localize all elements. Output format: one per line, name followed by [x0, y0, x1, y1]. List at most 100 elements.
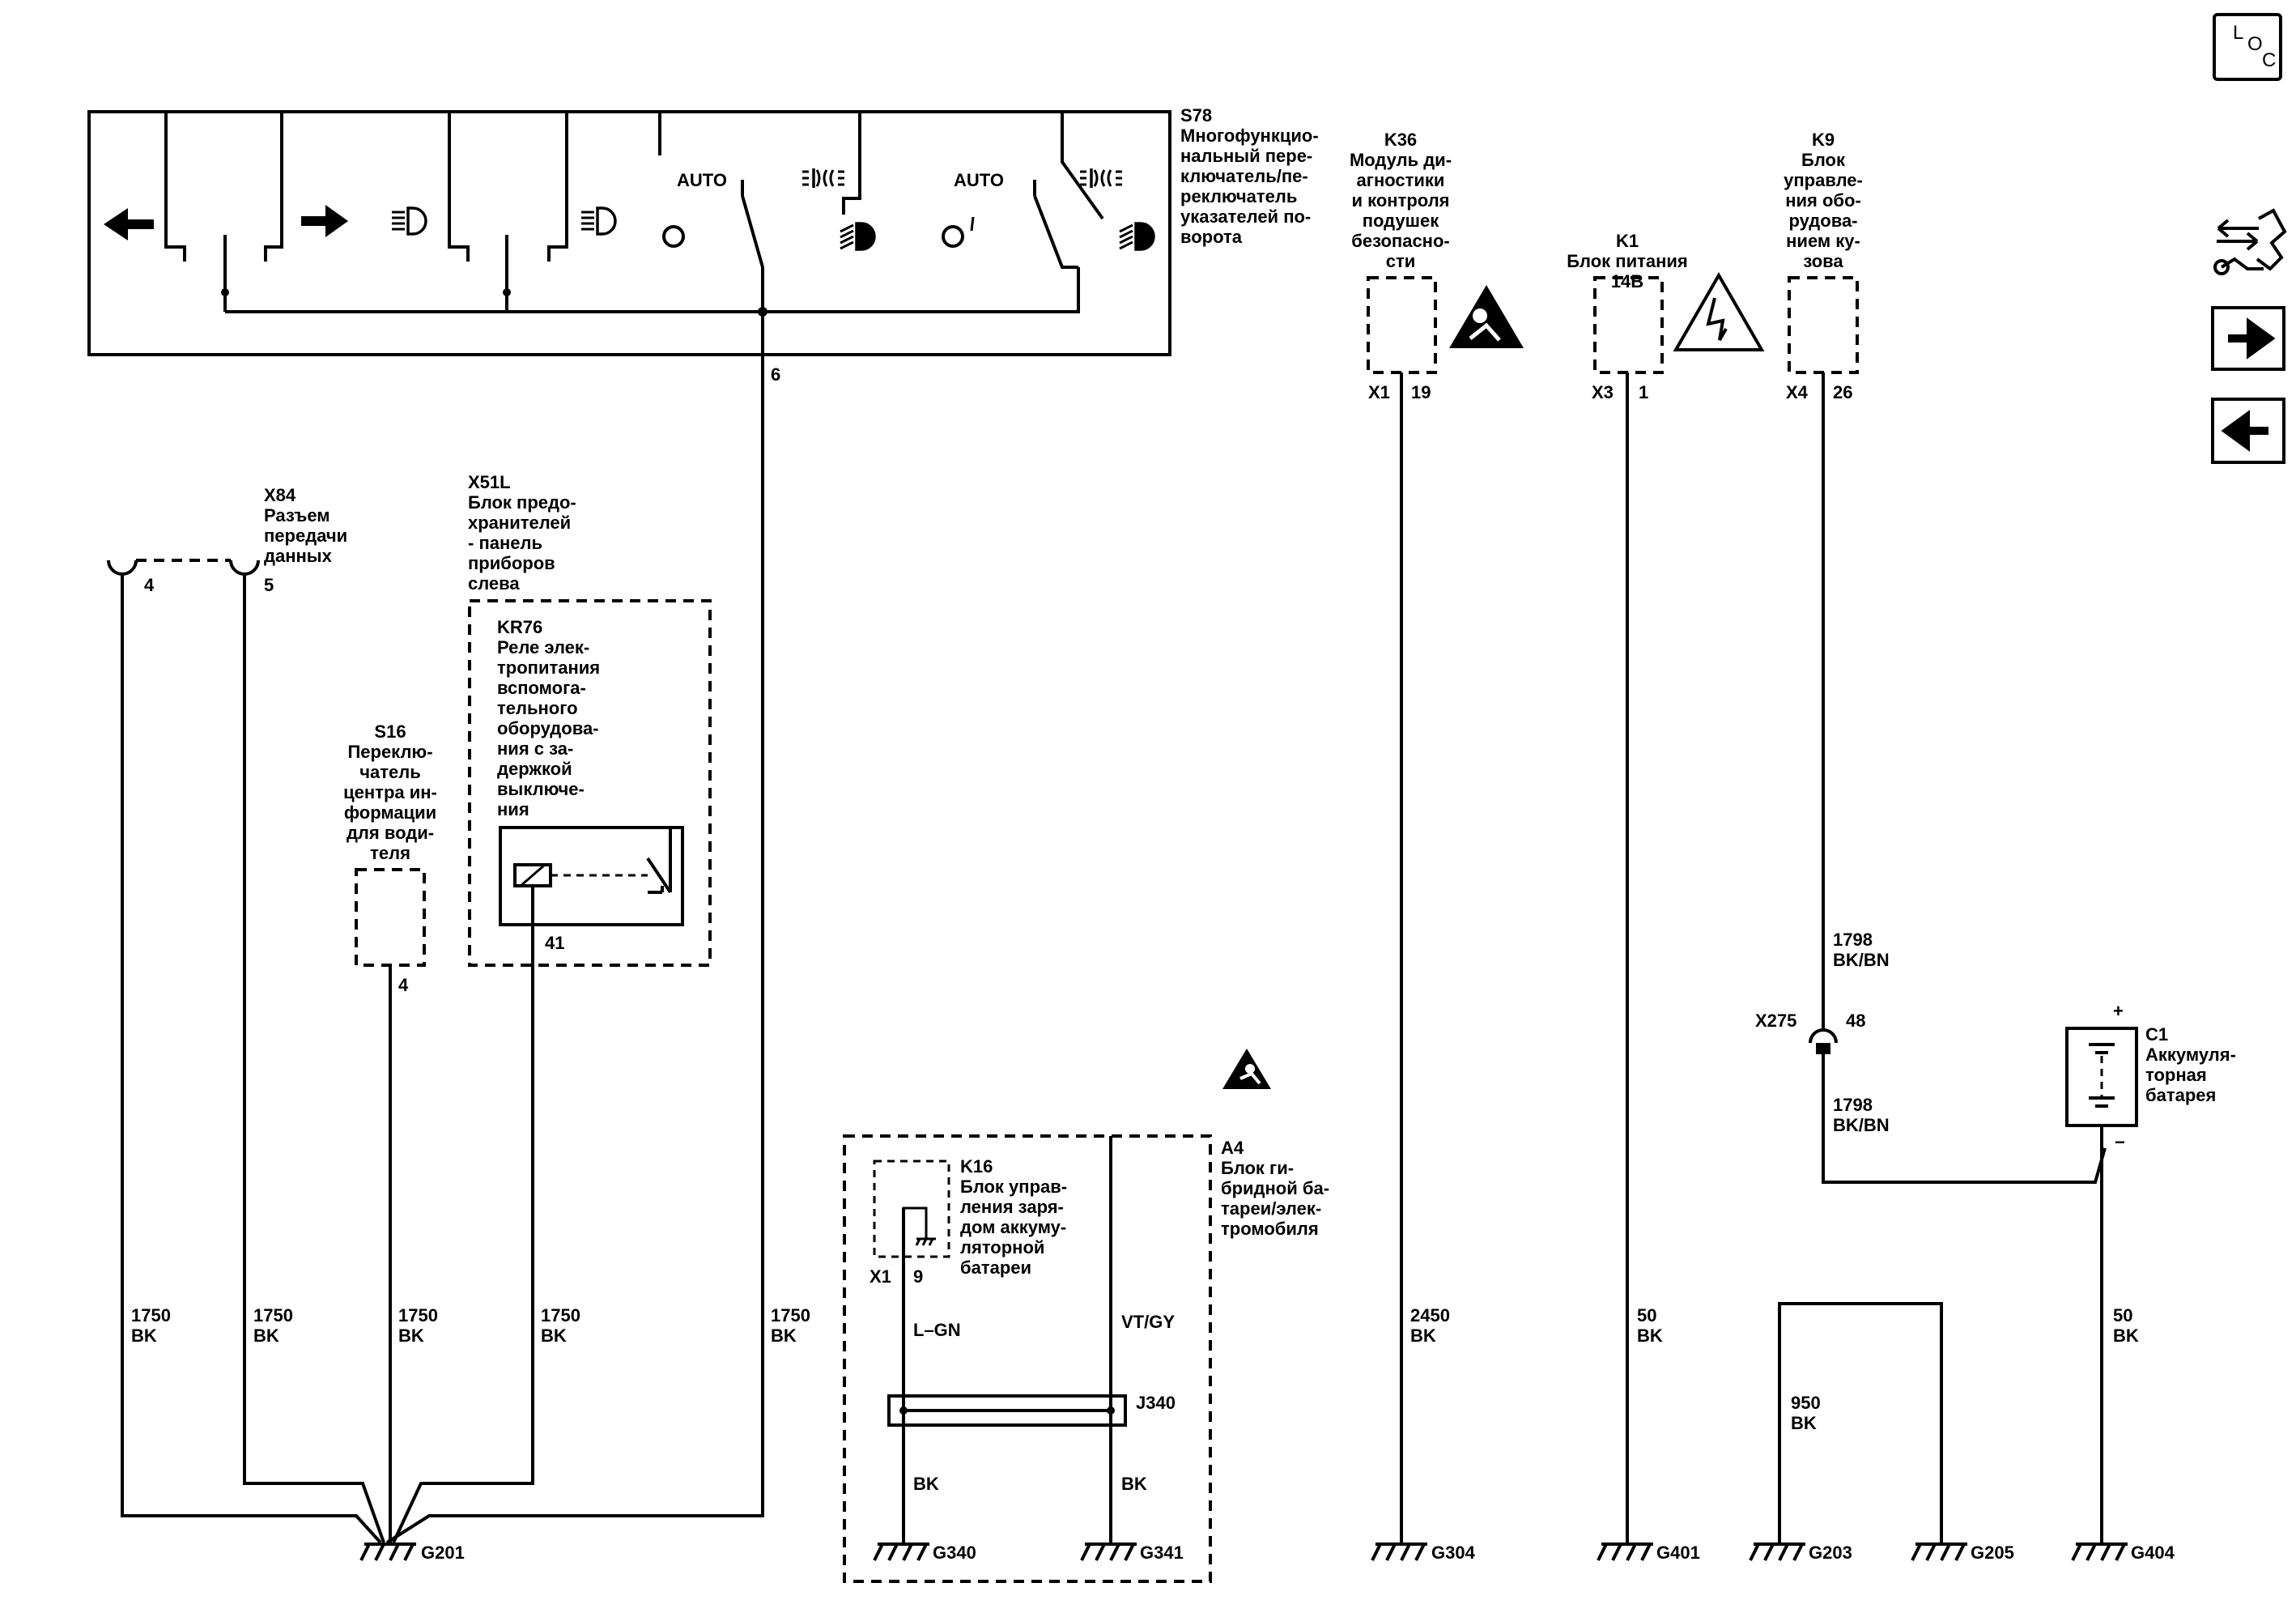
s78-label: S78 Многофункцио- нальный пере- ключател…: [1180, 105, 1319, 247]
svg-text:X4: X4: [1786, 382, 1809, 402]
k1-module: K1 Блок питания 14В X3 1 50 BK G401: [1567, 231, 1765, 1563]
wire-5-num: 1750: [771, 1305, 810, 1326]
svg-text:дом аккуму-: дом аккуму-: [960, 1217, 1066, 1237]
loc-l: L: [2233, 22, 2243, 44]
wire-x84-5: [243, 574, 385, 1543]
svg-text:бридной ба-: бридной ба-: [1221, 1178, 1329, 1198]
svg-text:BK: BK: [1637, 1326, 1663, 1346]
g203-g205-strap: 950 BK G203 G205: [1749, 1302, 2014, 1563]
svg-text:выключе-: выключе-: [497, 779, 585, 799]
low-beam-icon: [839, 222, 876, 251]
next-page-button[interactable]: [2211, 306, 2285, 371]
k36-module: K36 Модуль ди- агностики и контроля поду…: [1350, 130, 1524, 1563]
svg-text:G341: G341: [1140, 1543, 1184, 1563]
wire-4-color: BK: [541, 1326, 567, 1346]
svg-text:S16: S16: [374, 721, 406, 742]
loc-c: C: [2262, 49, 2276, 71]
svg-text:зова: зова: [1803, 251, 1843, 271]
svg-text:5: 5: [264, 575, 274, 595]
x84-connector: 4 5 X84 Разъем передачи данных: [107, 485, 347, 595]
ground-icon-g404: [2071, 1543, 2129, 1562]
ground-icon-g205: [1911, 1543, 1969, 1562]
wire-2-num: 1750: [253, 1305, 293, 1326]
svg-text:ворота: ворота: [1180, 227, 1243, 247]
svg-text:X1: X1: [870, 1266, 891, 1287]
svg-text:тромобиля: тромобиля: [1221, 1219, 1319, 1239]
svg-text:X84: X84: [264, 485, 296, 505]
x51l-fuse-block: X51L Блок предо- хранителей - панель при…: [468, 472, 712, 967]
turn-left-icon: [104, 208, 128, 240]
svg-text:K1: K1: [1616, 231, 1639, 251]
s16-switch: S16 Переклю- чатель центра ин- формации …: [343, 721, 437, 995]
prev-page-button[interactable]: [2211, 398, 2285, 464]
svg-text:Блок управ-: Блок управ-: [960, 1177, 1067, 1197]
svg-text:4: 4: [144, 575, 155, 595]
svg-text:BK/BN: BK/BN: [1833, 950, 1890, 970]
svg-text:ния: ния: [497, 799, 529, 819]
svg-text:передачи: передачи: [264, 526, 347, 546]
wire-1-color: BK: [131, 1326, 157, 1346]
svg-text:Аккумуля-: Аккумуля-: [2145, 1045, 2236, 1065]
svg-text:J340: J340: [1136, 1393, 1176, 1413]
svg-text:приборов: приборов: [468, 553, 555, 573]
svg-text:управле-: управле-: [1784, 170, 1863, 190]
high-beam-icon: [390, 206, 427, 236]
loc-button[interactable]: L O C: [2213, 13, 2282, 81]
j340-splice: [887, 1394, 1127, 1427]
svg-text:G404: G404: [2131, 1543, 2175, 1563]
x275-connector: [1809, 1028, 1838, 1044]
svg-text:рудова-: рудова-: [1788, 211, 1857, 231]
svg-text:BK: BK: [913, 1474, 939, 1494]
svg-text:формации: формации: [344, 802, 436, 823]
svg-text:оборудова-: оборудова-: [497, 718, 599, 738]
svg-text:14В: 14В: [1611, 271, 1643, 291]
s78-pin-6: 6: [771, 364, 780, 385]
connector-tool-icon[interactable]: [2213, 208, 2287, 275]
svg-text:G401: G401: [1656, 1543, 1700, 1563]
s78-switch: AUTO AUTO: [87, 110, 1171, 356]
c1-battery: + − C1 Аккумуля- торная батарея 50 BK G4…: [2065, 1001, 2236, 1563]
svg-text:9: 9: [913, 1266, 923, 1287]
svg-text:Модуль ди-: Модуль ди-: [1350, 150, 1452, 170]
svg-text:Блок питания: Блок питания: [1567, 251, 1688, 271]
svg-text:26: 26: [1833, 382, 1852, 402]
svg-text:указателей по-: указателей по-: [1180, 206, 1311, 227]
svg-text:950: 950: [1791, 1393, 1821, 1413]
svg-text:G203: G203: [1809, 1543, 1852, 1563]
kr76-relay: [499, 826, 684, 926]
svg-text:тареи/элек-: тареи/элек-: [1221, 1198, 1321, 1219]
svg-text:ключатель/пе-: ключатель/пе-: [1180, 166, 1308, 186]
low-beam-icon-2: [1118, 222, 1155, 251]
wire-5-color: BK: [771, 1326, 797, 1346]
svg-text:чатель: чатель: [359, 762, 421, 782]
parking-lamp-icon-2: [1078, 167, 1124, 189]
svg-text:BK: BK: [1791, 1413, 1817, 1433]
svg-text:ления заря-: ления заря-: [960, 1197, 1064, 1217]
svg-text:K16: K16: [960, 1156, 993, 1177]
flash-beam-icon: [580, 206, 617, 236]
loc-o: O: [2247, 33, 2263, 55]
svg-text:G340: G340: [933, 1543, 976, 1563]
ground-g201: G201: [421, 1543, 465, 1563]
svg-text:Многофункцио-: Многофункцио-: [1180, 126, 1319, 146]
wire-2-color: BK: [253, 1326, 279, 1346]
svg-text:- панель: - панель: [468, 533, 542, 553]
svg-text:19: 19: [1411, 382, 1431, 402]
svg-text:4: 4: [398, 975, 409, 995]
svg-text:агностики: агностики: [1357, 170, 1445, 190]
svg-text:хранителей: хранителей: [468, 513, 571, 533]
svg-text:K36: K36: [1384, 130, 1417, 150]
svg-text:торная: торная: [2145, 1065, 2207, 1085]
turn-right-icon: [325, 205, 348, 237]
svg-text:X1: X1: [1368, 382, 1390, 402]
svg-text:тропитания: тропитания: [497, 657, 600, 678]
svg-text:X275: X275: [1755, 1011, 1796, 1031]
svg-text:48: 48: [1846, 1011, 1865, 1031]
svg-text:реключатель: реключатель: [1180, 186, 1297, 206]
svg-text:Реле элек-: Реле элек-: [497, 637, 589, 657]
svg-text:Блок предо-: Блок предо-: [468, 492, 576, 513]
wire-3-num: 1750: [398, 1305, 438, 1326]
svg-text:1798: 1798: [1833, 1095, 1873, 1115]
svg-text:тельного: тельного: [497, 698, 578, 718]
svg-text:для води-: для води-: [347, 823, 434, 843]
